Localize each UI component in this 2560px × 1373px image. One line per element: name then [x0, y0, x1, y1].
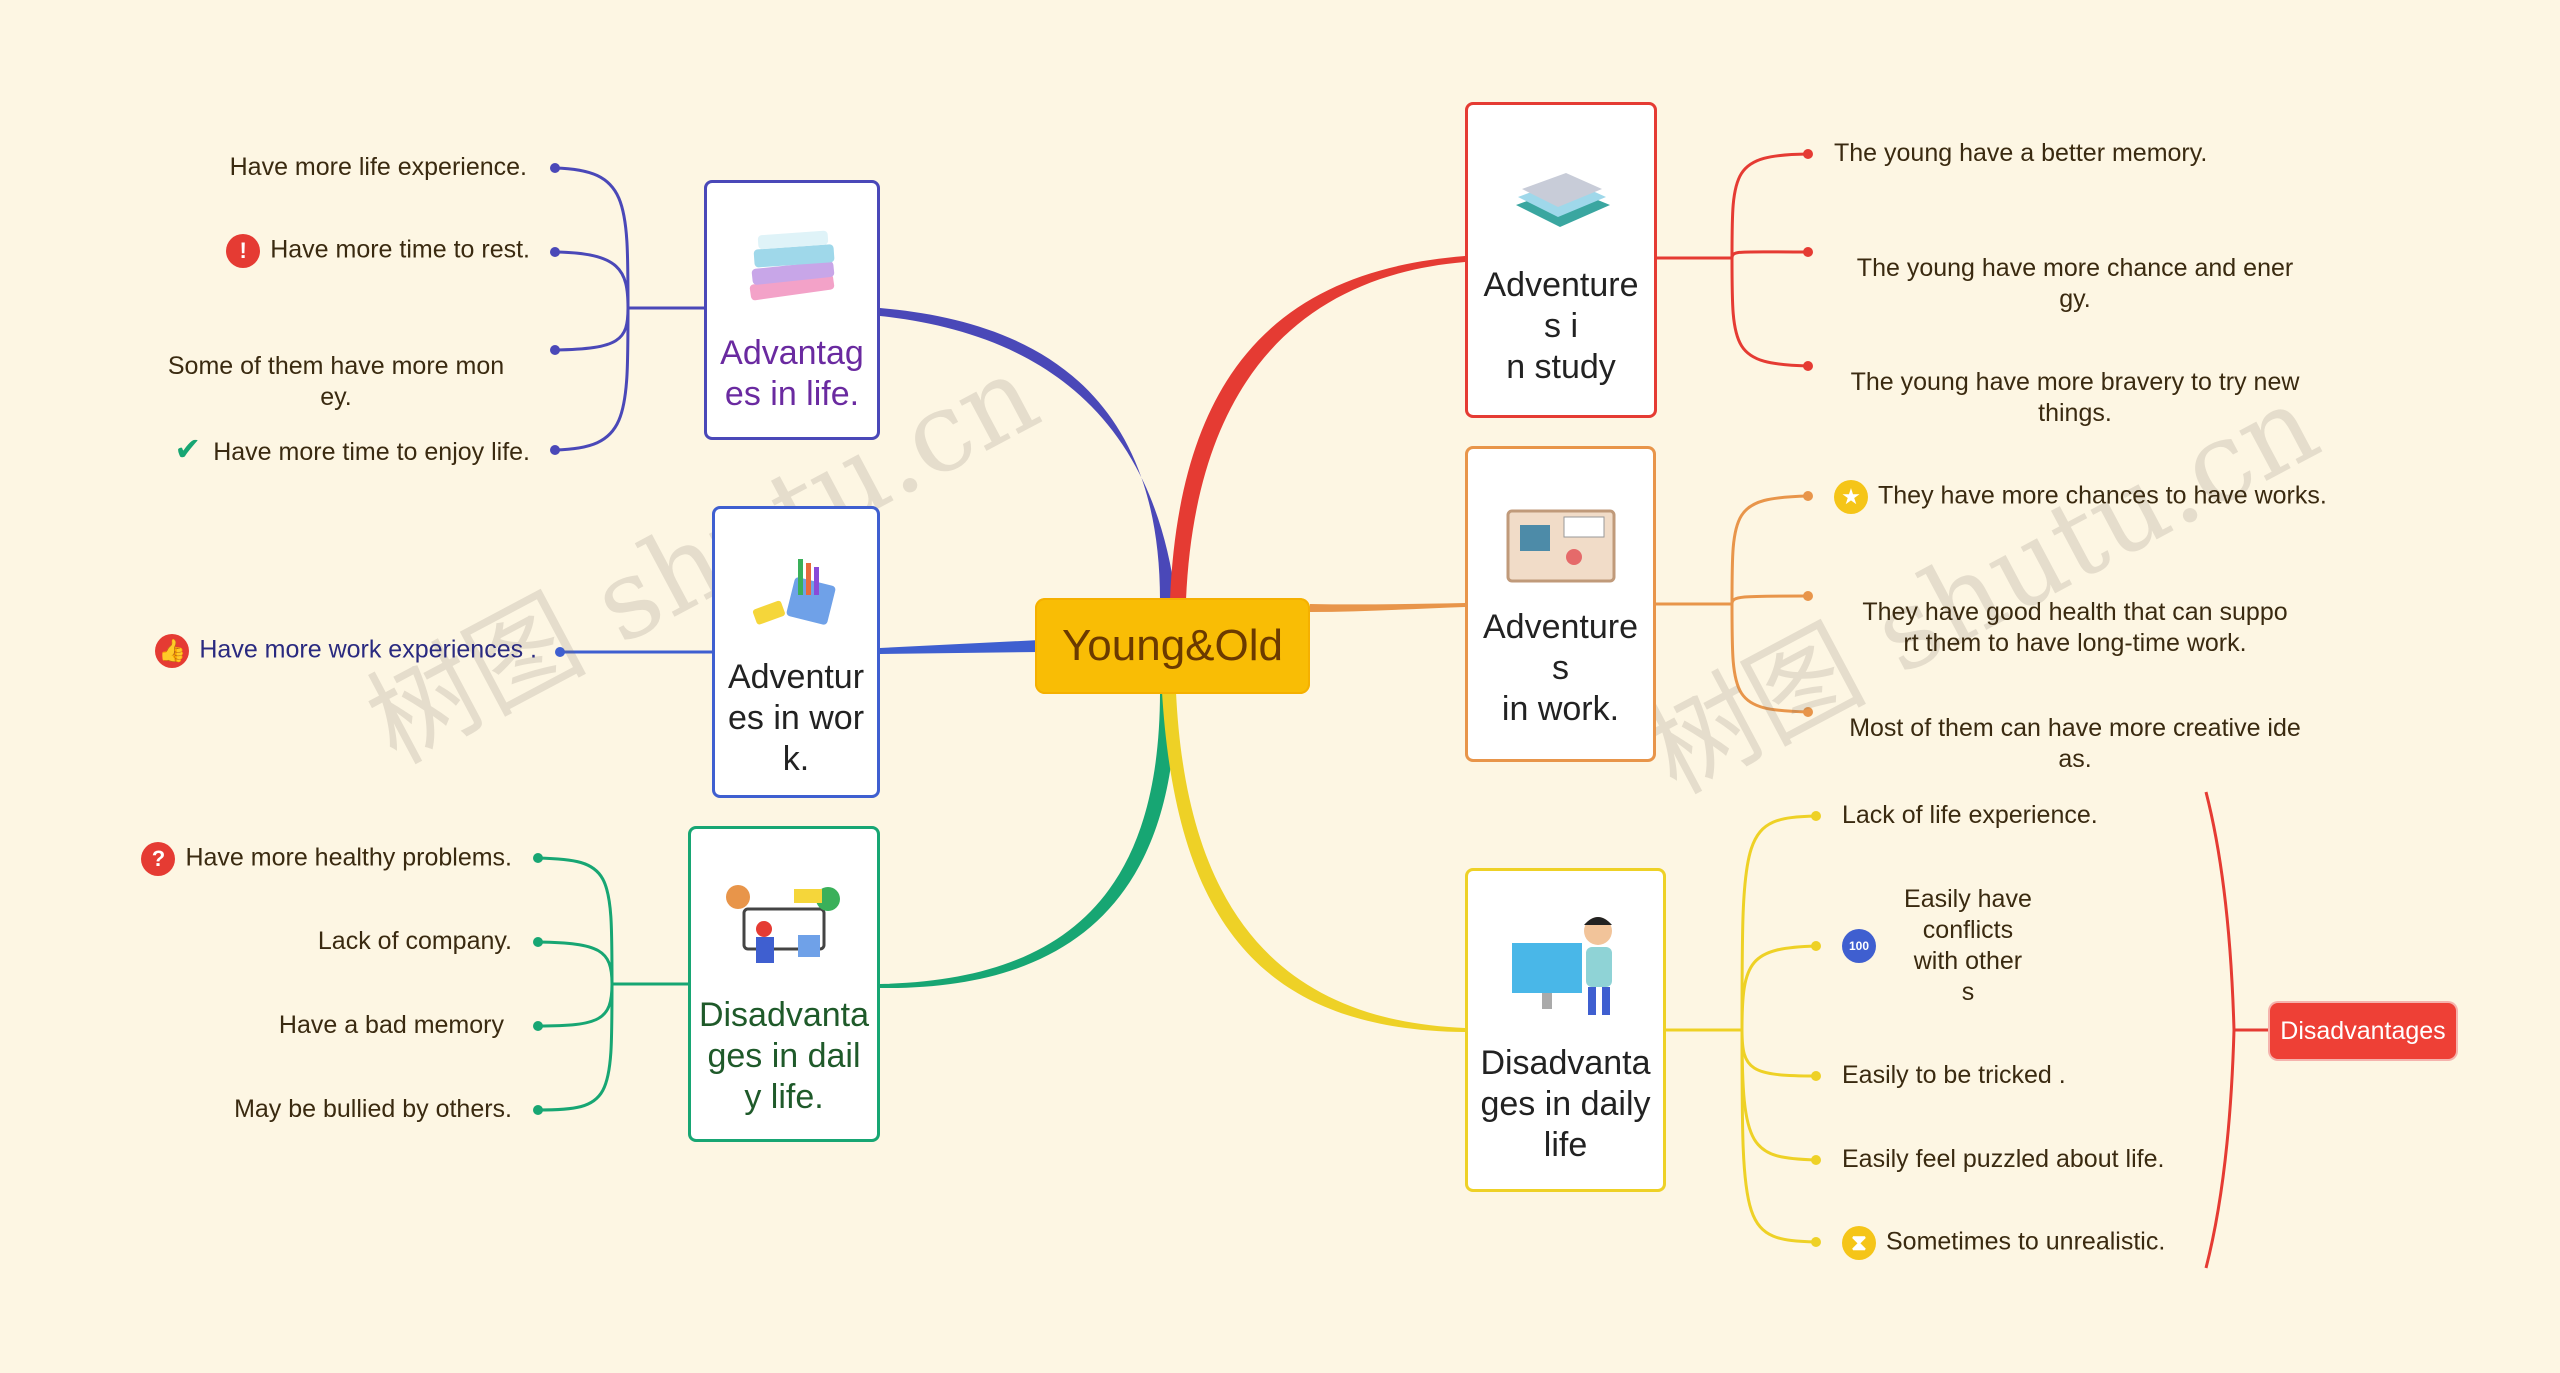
leaf-dis-daily-left-4[interactable]: May be bullied by others.	[234, 1095, 512, 1123]
leaf-dis-daily-right-4[interactable]: Easily feel puzzled about life.	[1842, 1145, 2165, 1173]
topic-label: Advantag es in life.	[720, 334, 864, 413]
thumbs-up-icon: 👍	[155, 634, 190, 668]
topic-adventures-in-study[interactable]: Adventure s i n study	[1465, 102, 1657, 418]
leaf-adv-study-2[interactable]: The young have more chance and ener gy.	[1856, 254, 2294, 313]
branch-link-adv-life	[880, 308, 1176, 600]
leaf-dis-daily-left-3[interactable]: Have a bad memory	[278, 1011, 504, 1039]
central-topic[interactable]: Young&Old	[1035, 598, 1310, 694]
topic-disadvantages-daily-life-left[interactable]: Disadvanta ges in dail y life.	[688, 826, 880, 1142]
topic-label: Adventure s in work.	[1483, 608, 1638, 728]
topic-disadvantages-daily-life-right[interactable]: Disadvanta ges in daily life	[1465, 868, 1666, 1192]
leaf-dis-daily-right-5[interactable]: ⧗Sometimes to unrealistic.	[1842, 1226, 2165, 1260]
summary-disadvantages[interactable]: Disadvantages	[2270, 1003, 2456, 1059]
pens-notes-icon	[752, 559, 836, 625]
question-icon: ?	[141, 842, 176, 876]
leaf-adv-life-1[interactable]: Have more life experience.	[229, 153, 527, 181]
topic-label: Adventure s i n study	[1483, 266, 1639, 386]
presenter-icon	[1511, 917, 1612, 1015]
topic-adventures-in-work-right[interactable]: Adventure s in work.	[1465, 446, 1656, 762]
leaf-adv-work-right-3[interactable]: Most of them can have more creative ide …	[1849, 714, 2301, 773]
leaf-adv-life-3[interactable]: Some of them have more mon ey.	[167, 352, 505, 411]
hourglass-icon: ⧗	[1842, 1226, 1876, 1260]
topic-label: Disadvanta ges in daily life	[1480, 1044, 1651, 1164]
topic-label: Adventur es in wor k.	[727, 658, 865, 778]
topic-adventures-in-work-left[interactable]: Adventur es in wor k.	[712, 506, 880, 798]
branch-link-adv-study	[1170, 256, 1465, 600]
leaf-adv-work-right-1[interactable]: ★They have more chances to have works.	[1834, 480, 2327, 514]
branch-link-adv-work	[880, 640, 1040, 654]
branch-link-dis-daily-right	[1162, 692, 1465, 1032]
summary-brace	[2204, 791, 2236, 1269]
check-icon: ✔	[174, 431, 202, 467]
leaf-adv-life-2[interactable]: !Have more time to rest.	[226, 234, 530, 268]
central-topic-label: Young&Old	[1061, 621, 1283, 670]
leaf-dis-daily-left-1[interactable]: ?Have more healthy problems.	[141, 842, 512, 876]
leaf-adv-study-1[interactable]: The young have a better memory.	[1834, 139, 2208, 167]
leaf-adv-work-1[interactable]: 👍Have more work experiences .	[155, 634, 537, 668]
leaf-adv-life-4[interactable]: ✔Have more time to enjoy life.	[174, 431, 530, 467]
leaf-adv-study-3[interactable]: The young have more bravery to try new t…	[1850, 368, 2300, 427]
branch-link-adv-work-right	[1310, 603, 1465, 612]
books-icon	[749, 230, 835, 301]
leaf-dis-daily-right-3[interactable]: Easily to be tricked .	[1842, 1061, 2066, 1089]
leaf-dis-daily-right-1[interactable]: Lack of life experience.	[1842, 801, 2098, 829]
topic-label: Disadvanta ges in dail y life.	[698, 996, 870, 1116]
topic-advantages-in-life[interactable]: Advantag es in life.	[704, 180, 880, 440]
star-icon: ★	[1834, 480, 1868, 514]
board-photos-icon	[1506, 509, 1615, 583]
leaf-dis-daily-right-2[interactable]: 100 Easily have conflicts with other s	[1842, 884, 2043, 1008]
leaf-dis-daily-left-2[interactable]: Lack of company.	[317, 927, 512, 955]
office-scene-icon	[726, 885, 840, 963]
notebook-stack-icon	[1516, 173, 1610, 227]
hundred-icon: 100	[1842, 929, 1876, 963]
branch-link-dis-daily-left	[880, 692, 1176, 989]
exclamation-icon: !	[226, 234, 261, 268]
leaf-adv-work-right-2[interactable]: They have good health that can suppo rt …	[1862, 598, 2288, 657]
